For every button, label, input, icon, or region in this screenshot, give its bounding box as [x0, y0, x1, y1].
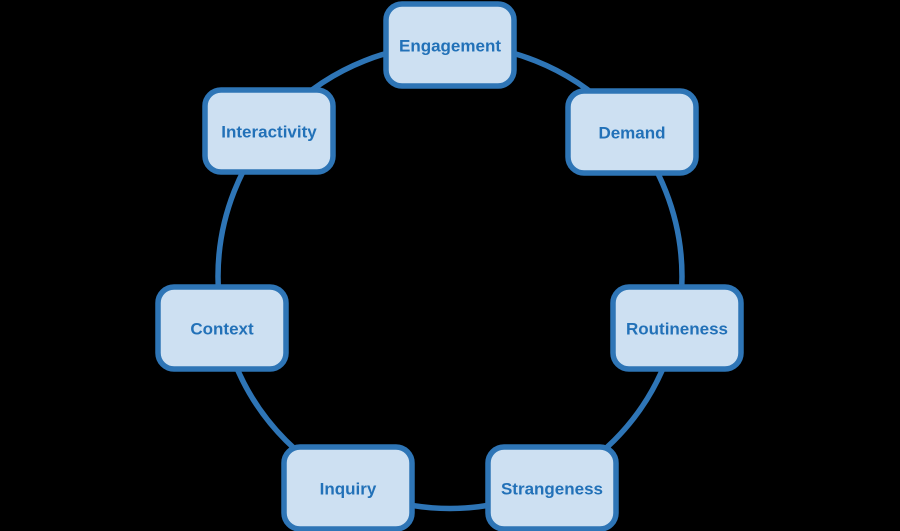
node-interactivity-box [202, 87, 336, 175]
node-inquiry-label: Inquiry [320, 480, 377, 499]
node-demand-label: Demand [598, 124, 665, 143]
node-inquiry: Inquiry [281, 444, 415, 531]
node-interactivity-label: Interactivity [221, 123, 317, 142]
node-context: Context [155, 284, 289, 372]
node-routineness-label: Routineness [626, 320, 728, 339]
node-demand: Demand [565, 88, 699, 176]
node-engagement: Engagement [383, 1, 517, 89]
node-routineness-box [610, 284, 744, 372]
node-engagement-box [383, 1, 517, 89]
node-demand-box [565, 88, 699, 176]
node-context-label: Context [190, 320, 254, 339]
node-context-box [155, 284, 289, 372]
node-interactivity: Interactivity [202, 87, 336, 175]
node-strangeness-label: Strangeness [501, 480, 603, 499]
node-inquiry-box [281, 444, 415, 531]
node-engagement-label: Engagement [399, 37, 501, 56]
node-strangeness-box [485, 444, 619, 531]
node-strangeness: Strangeness [485, 444, 619, 531]
node-routineness: Routineness [610, 284, 744, 372]
